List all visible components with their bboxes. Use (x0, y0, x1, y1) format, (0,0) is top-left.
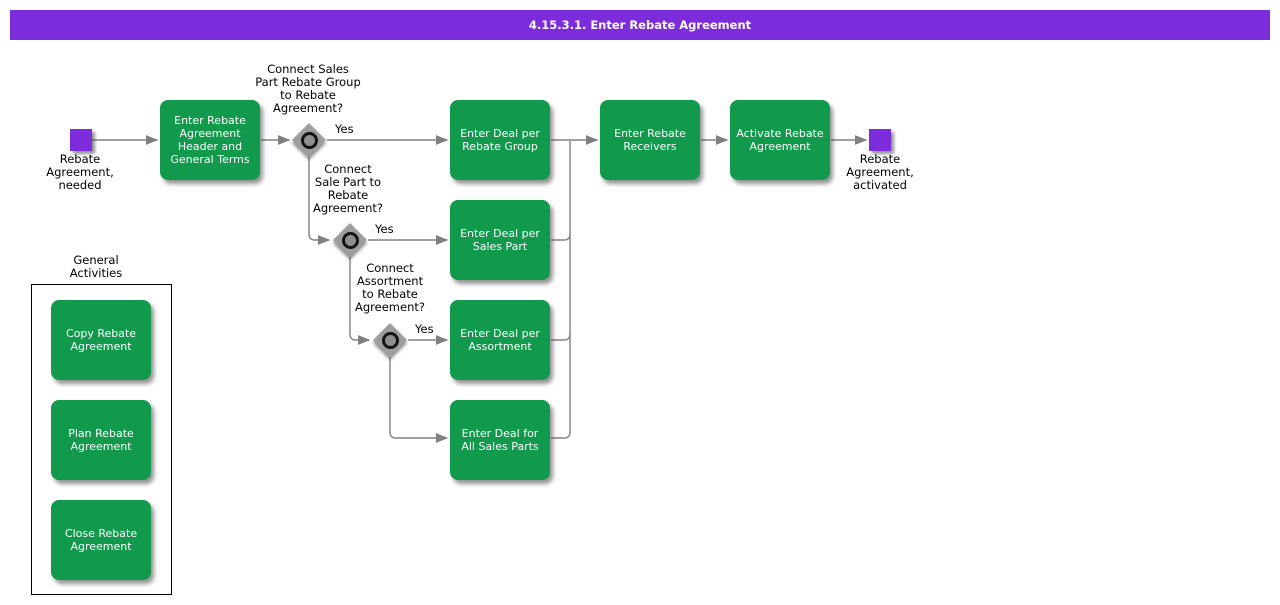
gateway-yes-label-2: Yes (375, 222, 394, 236)
activity-enter-rebate-receivers[interactable]: Enter Rebate Receivers (600, 100, 700, 180)
activity-enter-deal-for-all-sales-parts[interactable]: Enter Deal for All Sales Parts (450, 400, 550, 480)
page-title: 4.15.3.1. Enter Rebate Agreement (528, 18, 752, 32)
gateway-question-2: Connect Sale Part to Rebate Agreement? (313, 162, 383, 215)
connector-d3-to-all-sales-parts (389, 357, 449, 443)
connector-sales-part-to-spine (551, 233, 571, 241)
activity-enter-deal-per-rebate-group[interactable]: Enter Deal per Rebate Group (450, 100, 550, 180)
gateway-question-3: Connect Assortment to Rebate Agreement? (355, 261, 425, 314)
activity-activate-rebate-agreement[interactable]: Activate Rebate Agreement (730, 100, 830, 180)
activity-copy-rebate-agreement[interactable]: Copy Rebate Agreement (51, 300, 151, 380)
gateway-ring-icon (381, 331, 399, 349)
start-event-label: Rebate Agreement, needed (46, 152, 114, 192)
gateway-ring-icon (341, 231, 359, 249)
end-event-label: Rebate Agreement, activated (846, 152, 914, 192)
activity-close-rebate-agreement[interactable]: Close Rebate Agreement (51, 500, 151, 580)
gateway-connect-sale-part (332, 222, 368, 258)
gateway-yes-label-1: Yes (335, 122, 354, 136)
activity-enter-rebate-agreement-header[interactable]: Enter Rebate Agreement Header and Genera… (160, 100, 260, 180)
gateway-ring-icon (300, 131, 318, 149)
end-event-icon (869, 129, 891, 151)
activity-enter-deal-per-assortment[interactable]: Enter Deal per Assortment (450, 300, 550, 380)
gateway-question-1: Connect Sales Part Rebate Group to Rebat… (255, 62, 361, 115)
start-event-icon (70, 129, 92, 151)
connector-d2-to-d3 (349, 257, 371, 345)
general-activities-title: General Activities (69, 253, 123, 280)
gateway-connect-assortment (372, 322, 408, 358)
gateway-connect-sales-part-rebate-group (291, 122, 327, 158)
activity-plan-rebate-agreement[interactable]: Plan Rebate Agreement (51, 400, 151, 480)
activity-enter-deal-per-sales-part[interactable]: Enter Deal per Sales Part (450, 200, 550, 280)
gateway-yes-label-3: Yes (415, 322, 434, 336)
connector-d1-to-d2 (308, 157, 331, 245)
title-bar: 4.15.3.1. Enter Rebate Agreement (10, 10, 1270, 40)
connector-merge-spine (551, 141, 571, 439)
connector-assortment-to-spine (551, 333, 571, 341)
